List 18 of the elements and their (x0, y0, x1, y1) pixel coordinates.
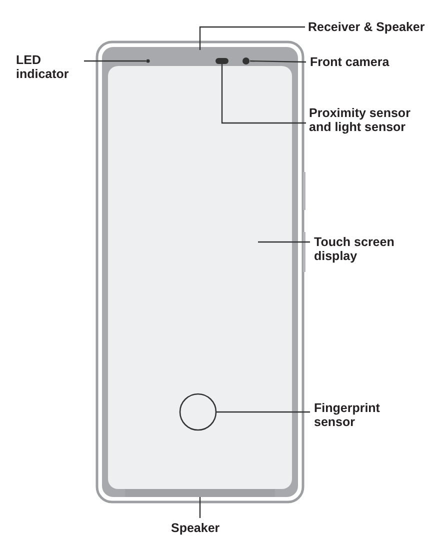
part-label: Touch screen display (314, 235, 404, 263)
part-label: Receiver & Speaker (308, 20, 433, 34)
sensor-dot (242, 58, 250, 64)
part-label: Fingerprint sensor (314, 401, 404, 429)
leader-line (216, 411, 310, 413)
fingerprint-sensor-ring (179, 393, 217, 431)
part-label: Front camera (310, 55, 420, 69)
part-label: LED indicator (16, 53, 82, 81)
part-label: Speaker (171, 521, 231, 535)
leader-line (199, 26, 305, 50)
bottom-bezel (125, 489, 275, 497)
leader-line (199, 497, 201, 518)
sensor-slot (216, 58, 228, 64)
leader-line (258, 241, 310, 243)
touch-screen (108, 66, 292, 489)
leader-line (221, 64, 306, 124)
part-label: Proximity sensor and light sensor (309, 106, 434, 134)
sensor-dot (146, 59, 150, 63)
